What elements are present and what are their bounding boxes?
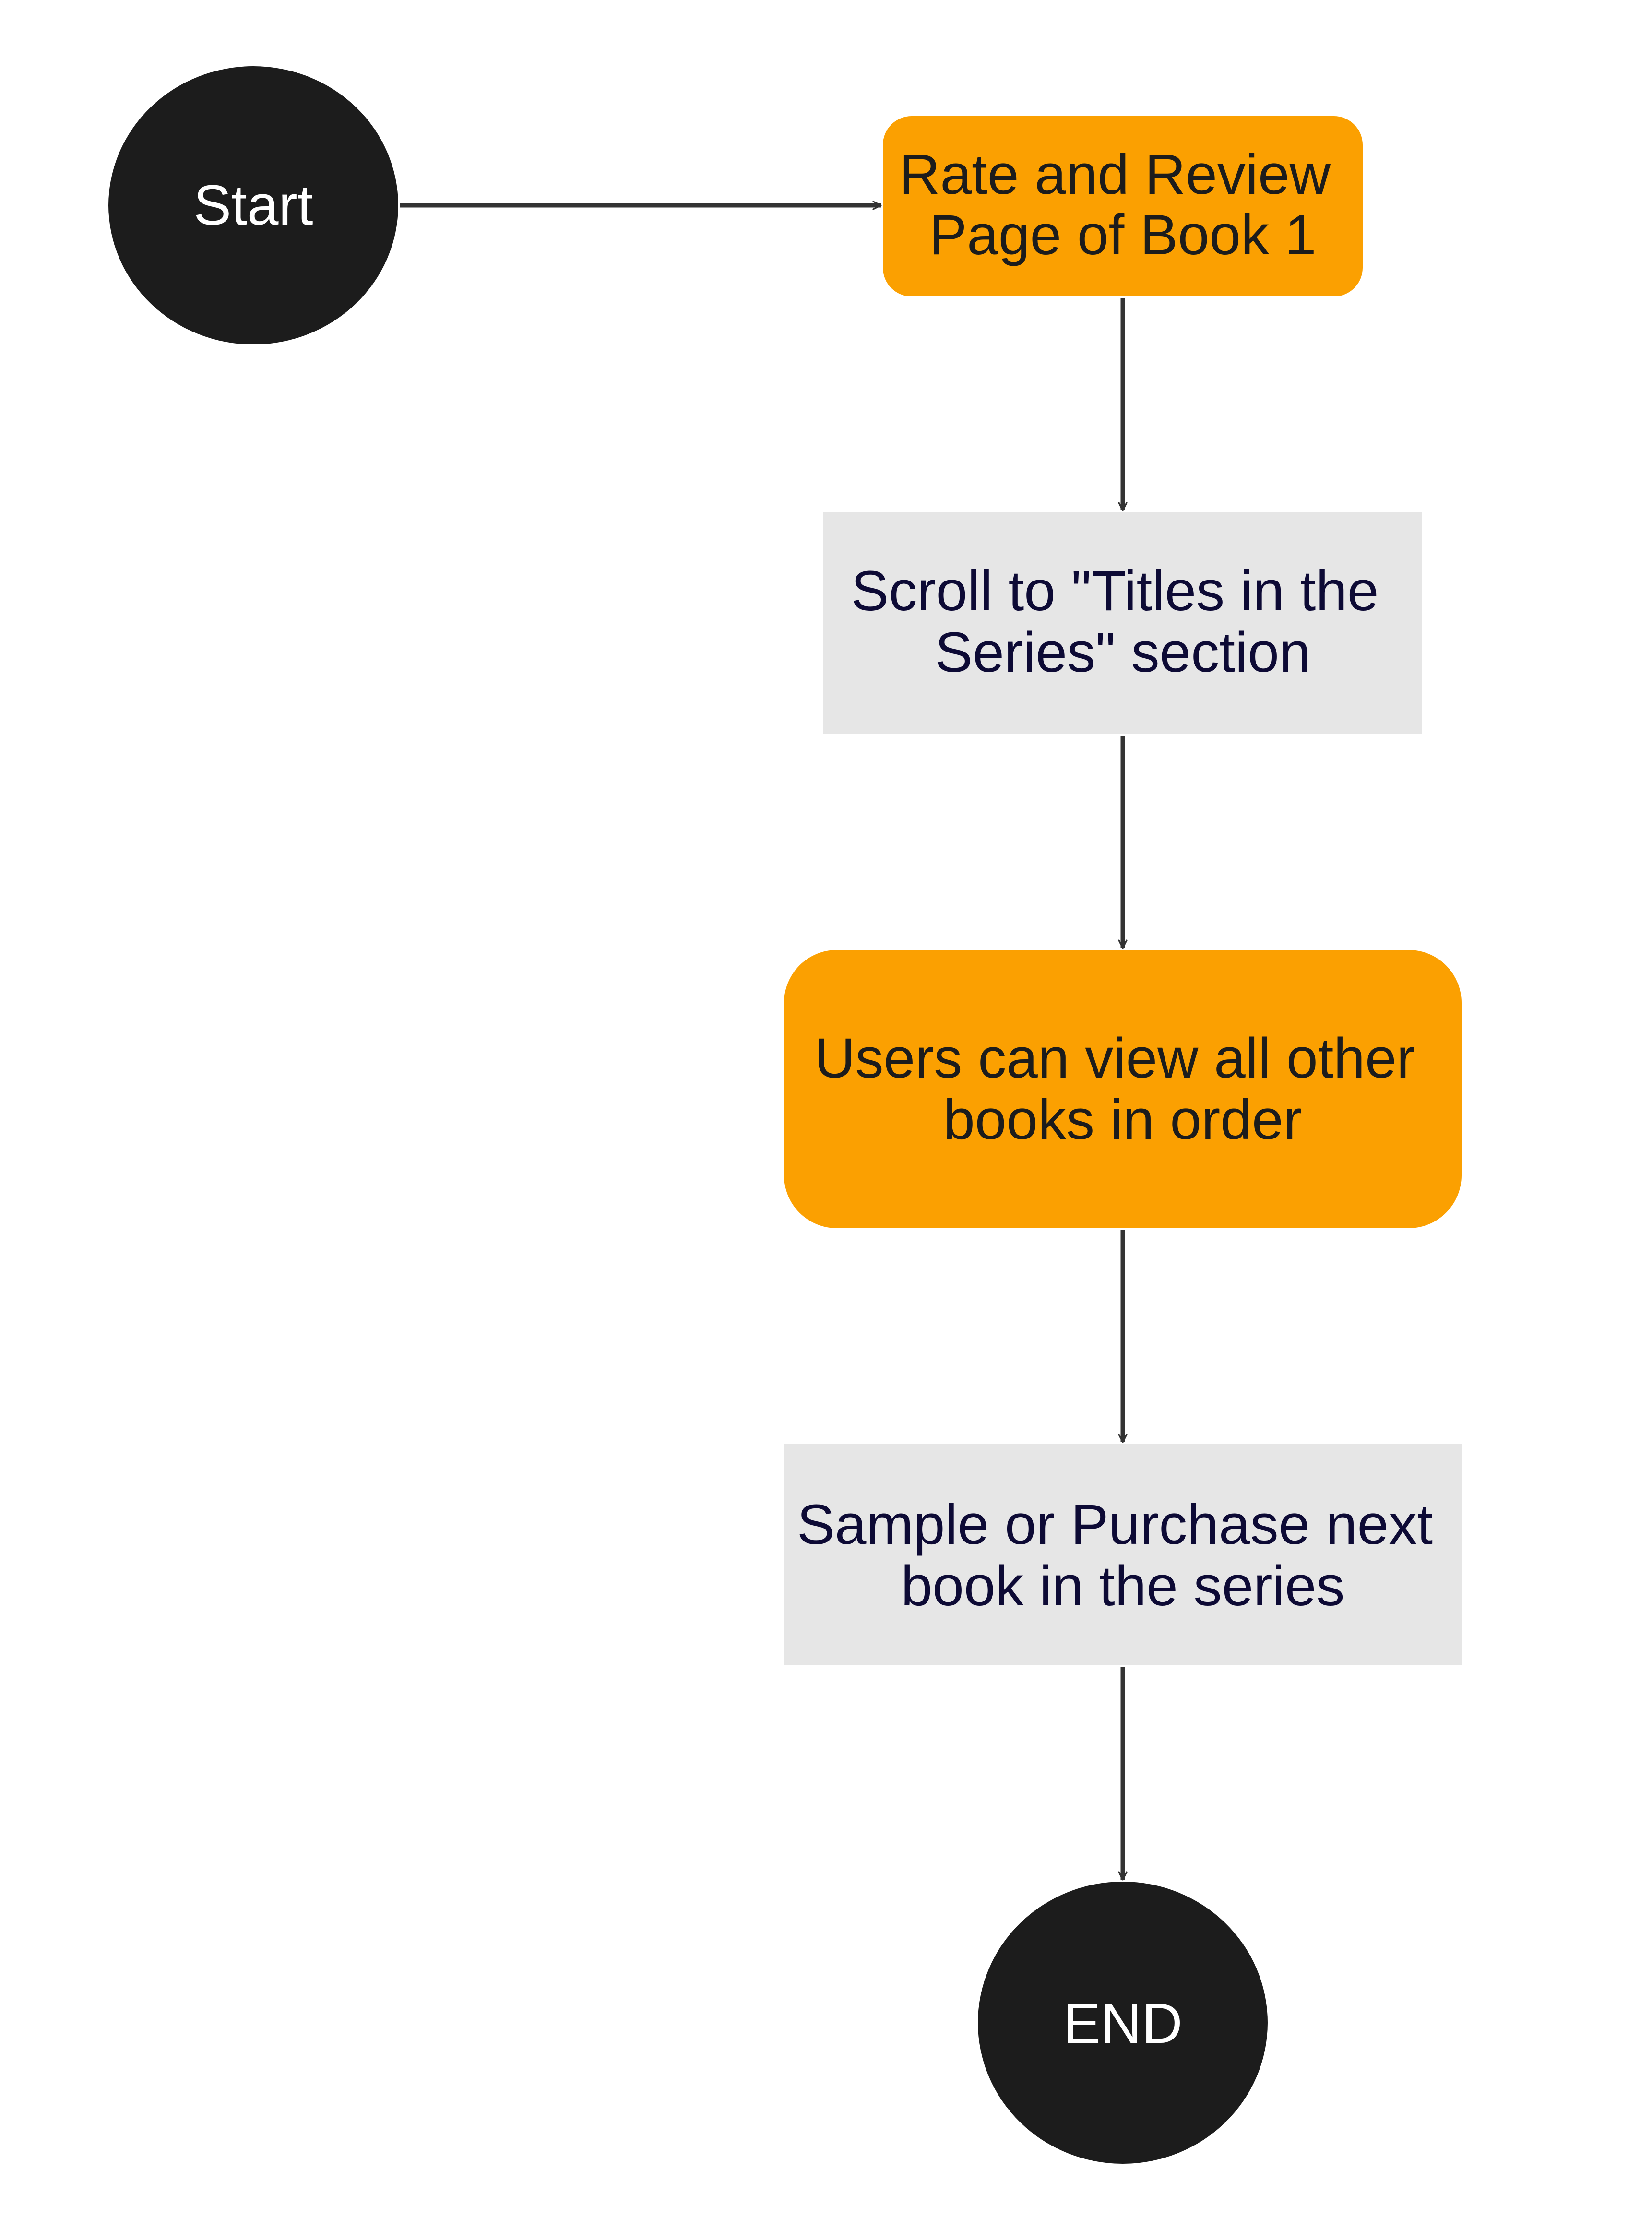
scroll-label-line-2: Series" section: [935, 621, 1310, 684]
end-node[interactable]: END: [978, 1882, 1268, 2164]
sample-purchase-node-label: Sample or Purchase next book in the seri…: [797, 1493, 1449, 1618]
view-books-label-line-2: books in order: [943, 1088, 1302, 1151]
rate-review-node-label: Rate and Review Page of Book 1: [899, 143, 1346, 267]
view-books-label-line-1: Users can view all other: [814, 1027, 1415, 1090]
scroll-node-shape: [823, 512, 1422, 734]
edges: [400, 201, 1128, 1881]
scroll-label-line-1: Scroll to "Titles in the: [851, 559, 1379, 623]
start-node[interactable]: Start: [108, 66, 398, 344]
end-node-label: END: [1063, 1992, 1182, 2055]
sample-purchase-label-line-2: book in the series: [901, 1554, 1345, 1618]
start-node-label: Start: [193, 174, 313, 237]
rate-review-node-shape: [883, 116, 1363, 296]
sample-purchase-node-shape: [784, 1444, 1462, 1665]
rate-review-label-line-2: Page of Book 1: [929, 203, 1317, 267]
view-books-node-shape: [784, 950, 1462, 1228]
scroll-node-label: Scroll to "Titles in the Series" section: [851, 559, 1395, 684]
sample-purchase-node[interactable]: Sample or Purchase next book in the seri…: [784, 1444, 1462, 1665]
rate-review-label-line-1: Rate and Review: [899, 143, 1331, 206]
start-node-shape: [108, 66, 398, 344]
view-books-node-label: Users can view all other books in order: [814, 1027, 1431, 1151]
end-node-shape: [978, 1882, 1268, 2164]
scroll-node[interactable]: Scroll to "Titles in the Series" section: [823, 512, 1422, 734]
rate-review-node[interactable]: Rate and Review Page of Book 1: [883, 116, 1363, 296]
view-books-node[interactable]: Users can view all other books in order: [784, 950, 1462, 1228]
sample-purchase-label-line-1: Sample or Purchase next: [797, 1493, 1433, 1556]
